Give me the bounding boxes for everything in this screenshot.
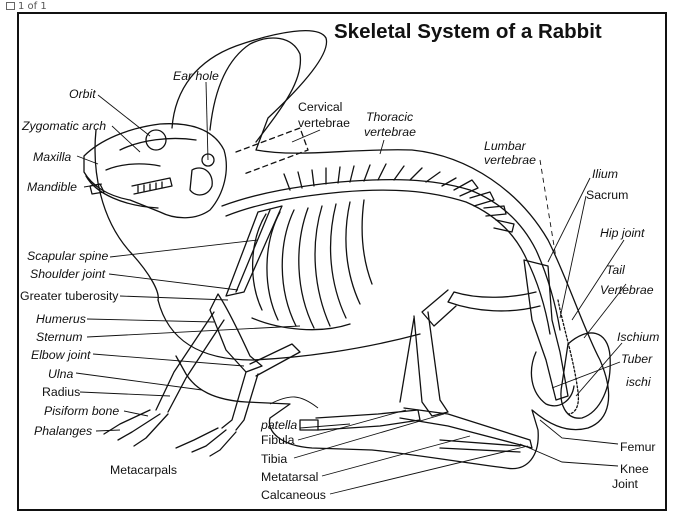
leader-lines <box>75 81 627 495</box>
leader-maxilla <box>76 155 99 165</box>
leader-tail <box>583 283 627 339</box>
pelvis <box>523 259 580 415</box>
label-pisiform-bone: Pisiform bone <box>44 404 120 418</box>
leader-radius <box>79 391 171 397</box>
label-joint: Joint <box>612 477 638 491</box>
label-radius: Radius <box>42 385 81 399</box>
leader-tibia <box>293 413 445 459</box>
label-orbit: Orbit <box>69 87 96 101</box>
leader-lumbar <box>539 159 557 259</box>
label-tail-2: Vertebrae <box>600 283 654 297</box>
label-cervical-2: vertebrae <box>298 116 350 130</box>
label-mandible: Mandible <box>27 180 77 194</box>
label-elbow-joint: Elbow joint <box>31 348 91 362</box>
label-metatarsal: Metatarsal <box>261 470 319 484</box>
leader-patella <box>299 423 351 429</box>
leader-metatarsal <box>321 435 471 477</box>
label-thoracic-1: Thoracic <box>366 110 414 124</box>
leader-zygomatic-arch <box>111 125 141 153</box>
label-patella: patella <box>261 418 298 432</box>
diagram-title: Skeletal System of a Rabbit <box>334 20 602 43</box>
chest-outline <box>94 129 159 301</box>
label-ilium: Ilium <box>592 167 618 181</box>
label-tuber: Tuber <box>621 352 653 366</box>
belly-outline <box>157 299 421 361</box>
label-ischi: ischi <box>626 375 651 389</box>
label-maxilla: Maxilla <box>33 150 72 164</box>
leader-cervical <box>291 129 321 143</box>
label-zygomatic-arch: Zygomatic arch <box>22 119 107 133</box>
leader-thoracic <box>379 139 385 155</box>
label-ischium: Ischium <box>617 330 660 344</box>
label-scapular-spine: Scapular spine <box>27 249 109 263</box>
leader-scapular-spine <box>109 239 259 258</box>
leader-ulna <box>75 372 203 391</box>
label-phalanges: Phalanges <box>34 424 93 438</box>
label-femur: Femur <box>620 440 656 454</box>
leader-femur <box>539 419 619 445</box>
label-calcaneous: Calcaneous <box>261 488 326 502</box>
scapula <box>225 205 283 297</box>
leader-ilium <box>547 177 591 263</box>
cervical-bracket <box>235 127 309 175</box>
diagram-frame <box>17 12 667 511</box>
page-indicator: 1 of 1 <box>6 0 47 12</box>
skull <box>83 123 227 219</box>
label-tibia: Tibia <box>261 452 288 466</box>
label-hip-joint: Hip joint <box>600 226 645 240</box>
tail-outline <box>560 332 611 419</box>
page-icon <box>6 2 15 10</box>
leader-tuber-ischi <box>551 361 621 389</box>
leader-sacrum <box>559 195 587 319</box>
label-greater-tuberosity: Greater tuberosity <box>20 289 119 303</box>
leader-greater-tuberosity <box>119 295 229 301</box>
page-indicator-text: 1 of 1 <box>18 0 47 12</box>
label-thoracic-2: vertebrae <box>364 125 416 139</box>
label-lumbar-2: vertebrae <box>484 153 536 167</box>
hindlimb <box>299 289 541 453</box>
leader-phalanges <box>95 429 121 432</box>
leader-hip-joint <box>571 239 625 321</box>
leader-fibula <box>297 409 407 441</box>
label-fibula: Fibula <box>261 433 295 447</box>
leader-humerus <box>86 318 215 323</box>
leader-elbow-joint <box>92 353 245 367</box>
vertebral-column <box>221 163 561 335</box>
leader-orbit <box>97 94 151 137</box>
leader-shoulder-joint <box>108 273 239 291</box>
ear-outline <box>209 37 302 143</box>
label-ulna: Ulna <box>48 367 74 381</box>
label-metacarpals: Metacarpals <box>110 463 177 477</box>
leader-calcaneous <box>329 445 529 495</box>
rib-cage <box>251 199 373 331</box>
forelimb <box>103 293 301 457</box>
leader-ear-hole <box>205 81 209 161</box>
label-humerus: Humerus <box>36 312 86 326</box>
label-sacrum: Sacrum <box>586 188 629 202</box>
label-lumbar-1: Lumbar <box>484 139 526 153</box>
leader-sternum <box>86 325 301 338</box>
label-tail-1: Tail <box>606 263 625 277</box>
leader-mandible <box>83 183 103 188</box>
label-ear-hole: Ear hole <box>173 69 219 83</box>
body-outline <box>171 30 610 470</box>
label-shoulder-joint: Shoulder joint <box>30 267 106 281</box>
label-knee: Knee <box>620 462 649 476</box>
leader-patella-hook <box>269 396 319 409</box>
label-cervical-1: Cervical <box>298 100 343 114</box>
leader-pisiform <box>123 410 149 417</box>
leader-ischium <box>575 342 623 397</box>
leader-knee-joint <box>519 443 619 467</box>
label-sternum: Sternum <box>36 330 83 344</box>
